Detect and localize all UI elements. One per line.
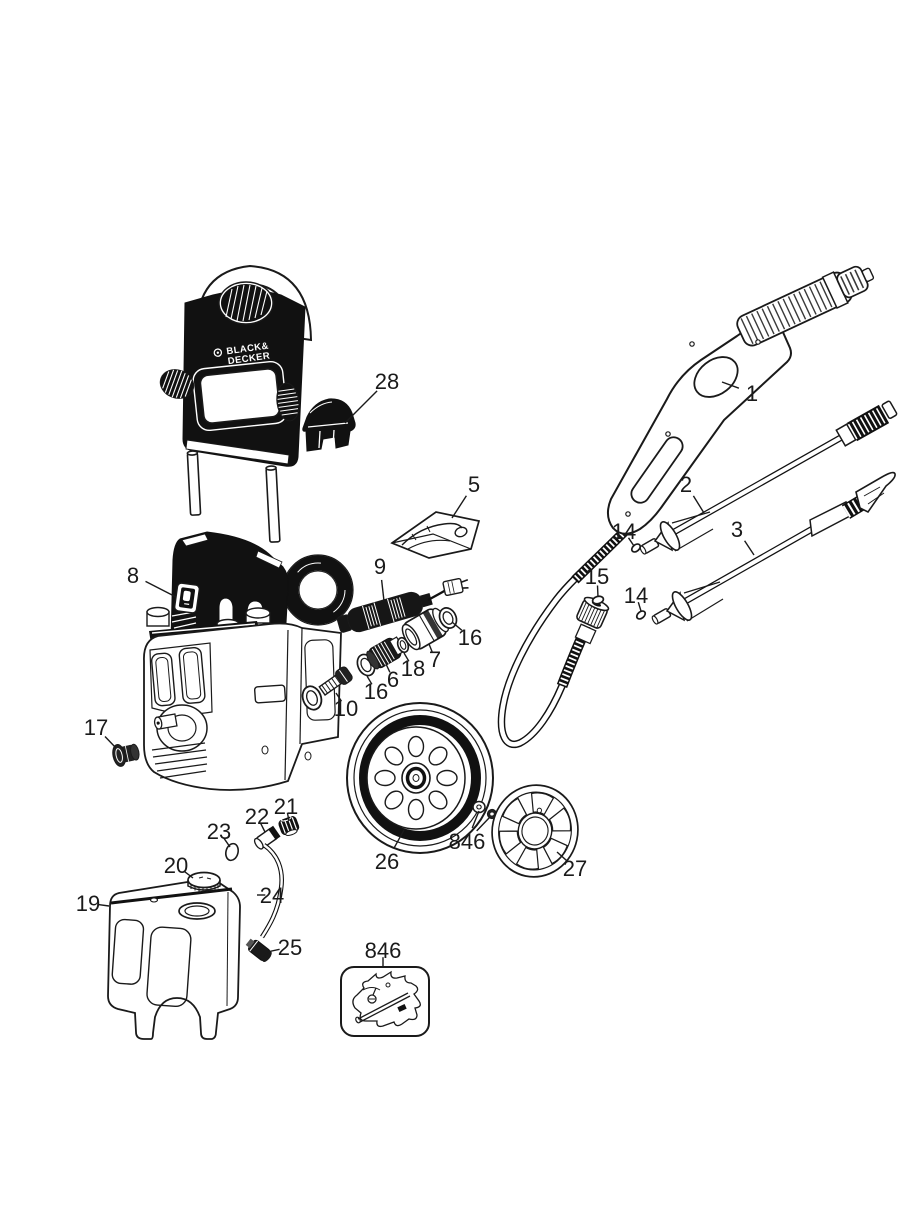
callout-15: 15 bbox=[585, 564, 609, 589]
handle-poles bbox=[186, 450, 281, 543]
leader-line bbox=[471, 810, 480, 829]
leader-line bbox=[223, 837, 231, 848]
part-9-power-cord bbox=[336, 577, 469, 633]
callout-24: 24 bbox=[260, 883, 284, 908]
leader-line bbox=[335, 692, 343, 702]
part-5-kit-bag bbox=[390, 511, 481, 559]
cord-coil bbox=[282, 554, 354, 626]
leader-line bbox=[259, 822, 266, 833]
callout-21: 21 bbox=[274, 794, 298, 819]
leader-line bbox=[403, 652, 410, 662]
leader-line bbox=[692, 495, 705, 514]
left-knob bbox=[159, 369, 195, 399]
callout-2: 2 bbox=[680, 472, 692, 497]
leader-line bbox=[393, 829, 405, 850]
leader-line bbox=[385, 663, 391, 673]
pressure-hose bbox=[497, 512, 642, 749]
hubcap-spokes bbox=[498, 792, 572, 870]
part-3-wand bbox=[651, 471, 896, 625]
part-22-elbow bbox=[253, 825, 281, 850]
part-15-oring bbox=[591, 595, 605, 605]
part-8-switch bbox=[173, 582, 201, 614]
leader-line bbox=[145, 580, 177, 598]
callout-14: 14 bbox=[624, 583, 648, 608]
callout-7: 7 bbox=[429, 647, 441, 672]
leader-line bbox=[451, 495, 467, 519]
callout-5: 5 bbox=[468, 472, 480, 497]
part-1-spray-gun bbox=[607, 265, 875, 535]
part-20-cap bbox=[187, 871, 221, 892]
part-10-bolt bbox=[301, 666, 353, 711]
part-23-oring bbox=[225, 842, 239, 862]
part-26-wheel bbox=[346, 702, 494, 854]
leader-line bbox=[451, 621, 463, 631]
leader-line bbox=[266, 948, 280, 953]
leader-line bbox=[183, 870, 194, 879]
main-housing bbox=[143, 622, 342, 791]
part-14-oring-lower bbox=[635, 610, 647, 620]
leader-line bbox=[428, 643, 433, 653]
leader-line bbox=[286, 812, 290, 822]
callout-17: 17 bbox=[84, 715, 108, 740]
callout-25: 25 bbox=[278, 935, 302, 960]
part-19-tank bbox=[107, 878, 241, 1040]
leader-line bbox=[556, 851, 568, 862]
right-knob bbox=[276, 382, 300, 422]
part-27-hubcap bbox=[491, 784, 579, 878]
part-7-coupler bbox=[401, 607, 450, 651]
gun-screws bbox=[625, 339, 761, 517]
part-17-grommet bbox=[112, 743, 140, 767]
part-28-latch bbox=[302, 398, 356, 452]
leader-line bbox=[366, 675, 373, 685]
callout-20: 20 bbox=[164, 853, 188, 878]
callout-26: 26 bbox=[375, 849, 399, 874]
grip-hatch-lines bbox=[225, 284, 268, 322]
leader-line bbox=[476, 816, 491, 832]
leader-line bbox=[344, 390, 378, 424]
callout-18: 18 bbox=[401, 656, 425, 681]
leader-line bbox=[744, 540, 755, 556]
callout-9: 9 bbox=[374, 554, 386, 579]
leader-line bbox=[97, 903, 110, 907]
wheel-holes bbox=[374, 735, 458, 821]
leader-line bbox=[104, 736, 117, 749]
leader-line bbox=[380, 579, 385, 602]
vent-slats bbox=[151, 742, 208, 779]
callout-16: 16 bbox=[458, 625, 482, 650]
pump-outlet bbox=[153, 713, 178, 730]
handle-panel-illustration: BLACK& DECKER bbox=[159, 264, 313, 467]
callout-28: 28 bbox=[375, 369, 399, 394]
part-21-nut bbox=[278, 815, 300, 836]
part-25-filter bbox=[245, 938, 272, 962]
callout-10: 10 bbox=[334, 696, 358, 721]
leader-line bbox=[596, 585, 599, 598]
callout-8: 8 bbox=[127, 563, 139, 588]
callout-1: 1 bbox=[746, 381, 758, 406]
leader-line bbox=[637, 601, 642, 612]
callout-846: 846 bbox=[365, 938, 402, 963]
callout-6: 6 bbox=[387, 667, 399, 692]
part-24-siphon-hose bbox=[260, 843, 284, 939]
callout-16: 16 bbox=[364, 679, 388, 704]
callout-3: 3 bbox=[731, 517, 743, 542]
callout-27: 27 bbox=[563, 856, 587, 881]
callout-23: 23 bbox=[207, 819, 231, 844]
leader-line bbox=[627, 537, 635, 547]
part-18-oring bbox=[396, 636, 410, 654]
leader-line bbox=[721, 381, 740, 389]
callout-846: 846 bbox=[449, 829, 486, 854]
cord-plug bbox=[442, 577, 469, 597]
callout-19: 19 bbox=[76, 891, 100, 916]
callout-22: 22 bbox=[245, 804, 269, 829]
gun-barrel bbox=[736, 265, 875, 347]
part-846-kit-box bbox=[340, 966, 430, 1037]
callout-14: 14 bbox=[612, 519, 636, 544]
